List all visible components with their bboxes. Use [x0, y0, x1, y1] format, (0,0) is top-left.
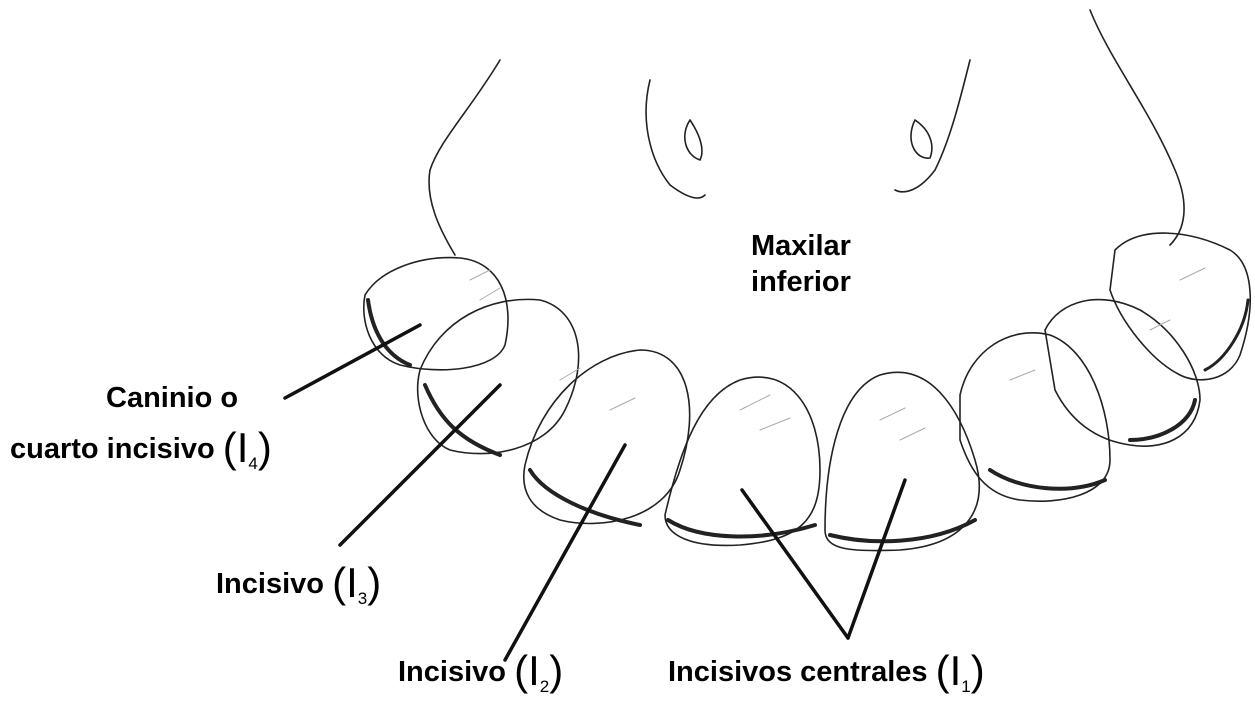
- incisor-i2-label: Incisivo (I2): [398, 653, 563, 705]
- incisor-i3-label: Incisivo (I3): [216, 565, 381, 617]
- i3-notation: (I3): [332, 565, 381, 617]
- i1-notation: (I1): [936, 653, 985, 705]
- nostril-left: [685, 120, 702, 160]
- central-incisors-label: Incisivos centrales (I1): [668, 653, 985, 705]
- jaw-outline-left: [429, 60, 500, 255]
- tooth-left-i4: [364, 258, 508, 370]
- canine-label-line2: cuarto incisivo (I4): [10, 430, 272, 482]
- lip-fold-left: [646, 80, 705, 198]
- tooth-right-i2: [960, 333, 1110, 501]
- maxilar-label: Maxilar inferior: [751, 228, 851, 300]
- pointer-i1-left: [742, 490, 848, 638]
- i2-notation: (I2): [514, 653, 563, 705]
- canine-notation: (I4): [223, 430, 272, 482]
- canine-label: Caninio o: [106, 380, 238, 416]
- tooth-left-i2: [524, 350, 690, 523]
- lip-fold-right: [895, 60, 970, 192]
- tooth-right-i1: [825, 372, 979, 550]
- pointer-i1-right: [848, 480, 905, 638]
- nostril-right: [911, 120, 932, 158]
- tooth-left-i3: [418, 299, 579, 453]
- jaw-outline-right: [1090, 10, 1184, 245]
